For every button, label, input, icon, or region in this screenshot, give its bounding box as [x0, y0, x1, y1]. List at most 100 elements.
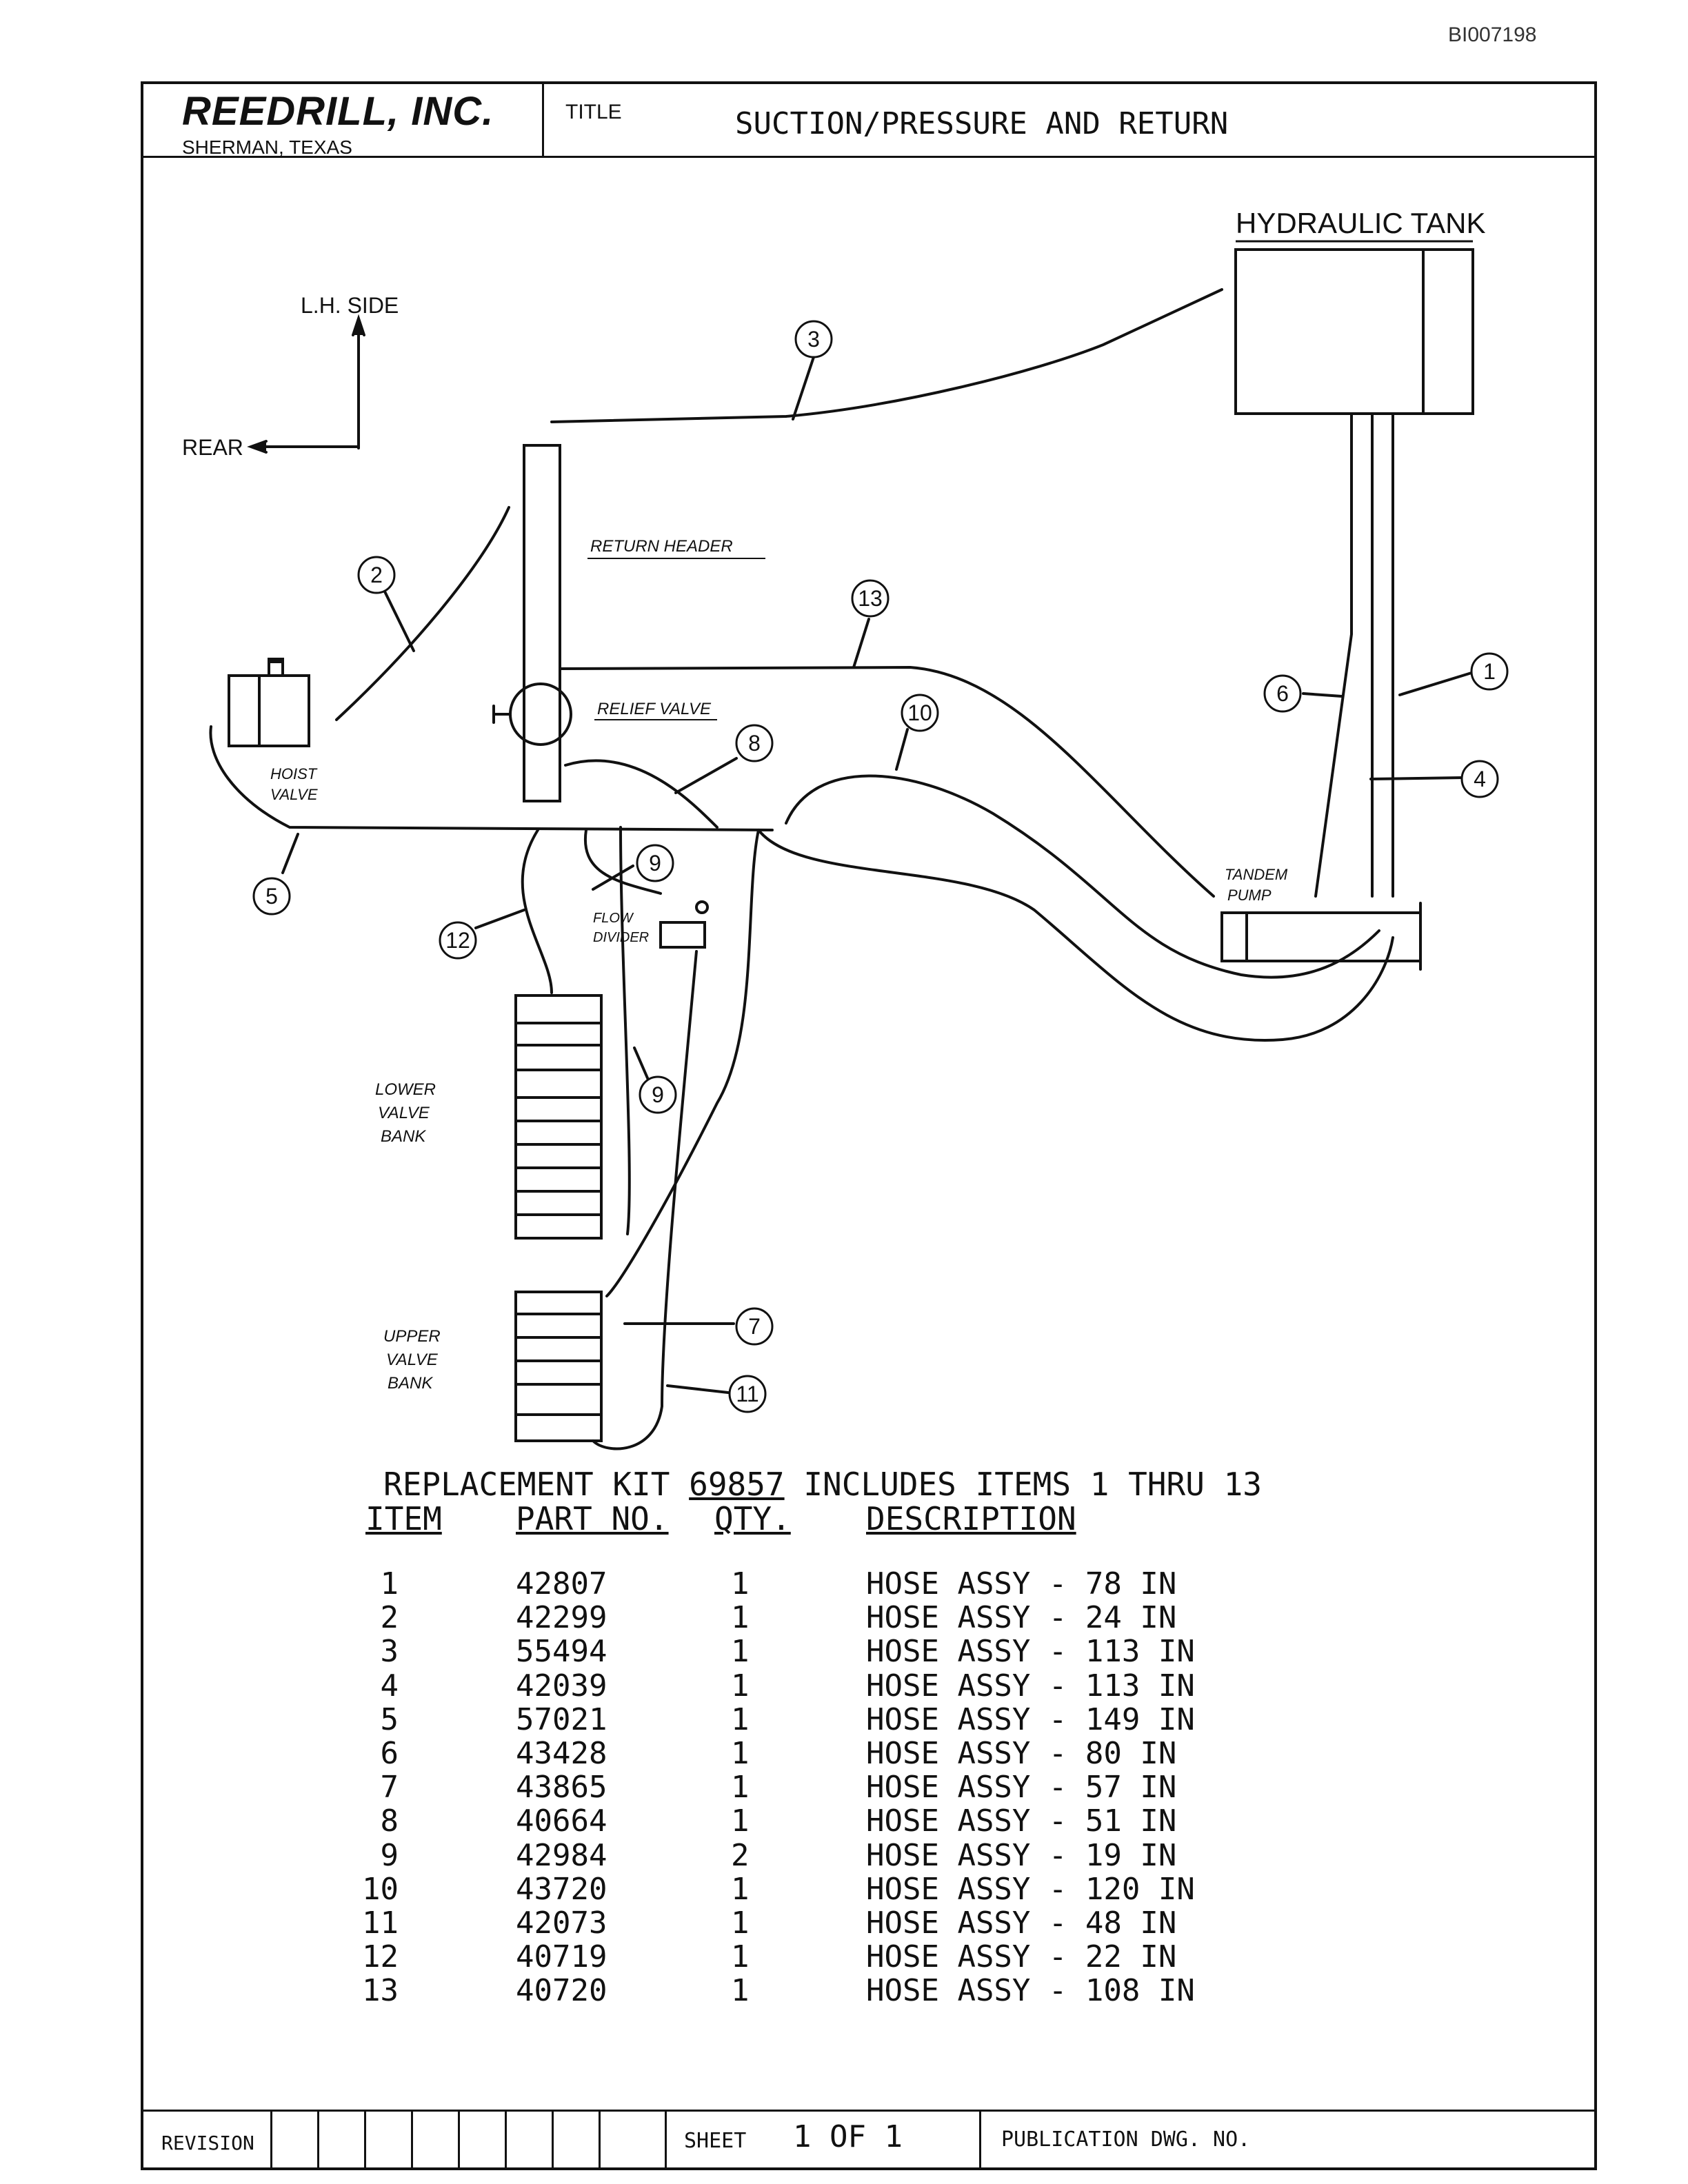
table-cell-description: HOSE ASSY - 80 IN — [866, 1736, 1177, 1771]
table-cell-item: 2 — [380, 1600, 399, 1635]
publication-dwg-label: PUBLICATION DWG. NO. — [1001, 2127, 1251, 2152]
table-cell-item: 10 — [362, 1872, 399, 1907]
footer-divider — [141, 2110, 1597, 2112]
table-cell-qty: 1 — [731, 1702, 750, 1737]
col-header-item: ITEM — [365, 1500, 442, 1537]
table-cell-item: 7 — [380, 1770, 399, 1805]
upper-bank-label-1: UPPER — [383, 1327, 441, 1346]
hose-10 — [785, 774, 1380, 979]
table-cell-item: 6 — [380, 1736, 399, 1771]
callout-6: 6 — [1276, 681, 1289, 706]
lower-bank-label-2: VALVE — [378, 1104, 430, 1122]
callout-13: 13 — [858, 586, 883, 611]
upper-bank-label-2: VALVE — [386, 1351, 439, 1369]
callout-11: 11 — [736, 1382, 758, 1406]
footer-cell-divider — [364, 2110, 366, 2170]
table-cell-description: HOSE ASSY - 113 IN — [866, 1668, 1195, 1703]
hose-11-return — [592, 950, 698, 1450]
table-cell-qty: 1 — [731, 1872, 750, 1907]
table-cell-part-no: 40664 — [516, 1803, 607, 1839]
hose-5 — [209, 725, 774, 831]
table-cell-description: HOSE ASSY - 24 IN — [866, 1600, 1177, 1635]
hose-2 — [335, 506, 510, 721]
table-cell-item: 4 — [380, 1668, 399, 1703]
table-cell-qty: 1 — [731, 1600, 750, 1635]
footer-cell-divider — [979, 2110, 981, 2170]
table-cell-part-no: 42073 — [516, 1905, 607, 1941]
table-cell-description: HOSE ASSY - 78 IN — [866, 1566, 1177, 1601]
hose-8 — [564, 759, 719, 829]
hose-3 — [550, 288, 1223, 423]
hose-7 — [619, 826, 631, 1235]
return-header-pipe — [523, 444, 561, 802]
table-cell-part-no: 40720 — [516, 1973, 607, 2008]
table-cell-description: HOSE ASSY - 149 IN — [866, 1702, 1195, 1737]
hose-9 — [583, 829, 662, 895]
kit-prefix: REPLACEMENT KIT — [383, 1466, 670, 1503]
table-cell-item: 9 — [380, 1838, 399, 1873]
callout-2: 2 — [370, 563, 383, 587]
tandem-pump-label-2: PUMP — [1227, 887, 1272, 904]
relief-valve-body — [509, 682, 572, 746]
flow-divider-label-1: FLOW — [593, 911, 634, 926]
return-header-label: RETURN HEADER — [590, 537, 733, 556]
kit-suffix: INCLUDES ITEMS 1 THRU 13 — [803, 1466, 1262, 1503]
document-id: BI007198 — [1448, 23, 1537, 46]
kit-number: 69857 — [689, 1466, 785, 1503]
flow-divider-body — [659, 921, 706, 949]
footer-cell-divider — [599, 2110, 601, 2170]
hoist-valve-label-1: HOIST — [270, 765, 318, 782]
table-cell-part-no: 57021 — [516, 1702, 607, 1737]
table-cell-description: HOSE ASSY - 57 IN — [866, 1770, 1177, 1805]
footer-cell-divider — [411, 2110, 413, 2170]
footer-cell-divider — [552, 2110, 554, 2170]
table-cell-qty: 2 — [731, 1838, 750, 1873]
replacement-kit-line: REPLACEMENT KIT 69857 INCLUDES ITEMS 1 T… — [383, 1466, 1262, 1503]
callout-12: 12 — [445, 928, 470, 953]
callout-9-upper: 9 — [649, 851, 661, 876]
footer-cell-divider — [317, 2110, 319, 2170]
title-label: TITLE — [565, 101, 622, 123]
tandem-pump-body — [1220, 911, 1422, 962]
lh-side-label: L.H. SIDE — [301, 293, 399, 318]
hoist-valve-body — [228, 674, 310, 747]
table-cell-qty: 1 — [731, 1803, 750, 1839]
callout-7: 7 — [748, 1314, 761, 1339]
table-cell-part-no: 43720 — [516, 1872, 607, 1907]
lower-bank-label-3: BANK — [381, 1127, 426, 1146]
table-cell-description: HOSE ASSY - 113 IN — [866, 1634, 1195, 1669]
table-cell-part-no: 42299 — [516, 1600, 607, 1635]
table-cell-description: HOSE ASSY - 19 IN — [866, 1838, 1177, 1873]
table-cell-description: HOSE ASSY - 108 IN — [866, 1973, 1195, 2008]
table-cell-item: 5 — [380, 1702, 399, 1737]
table-cell-item: 1 — [380, 1566, 399, 1601]
hydraulic-tank-label: HYDRAULIC TANK — [1236, 207, 1486, 239]
relief-valve-label: RELIEF VALVE — [597, 700, 712, 718]
table-cell-item: 11 — [362, 1905, 399, 1941]
table-cell-qty: 1 — [731, 1736, 750, 1771]
title-block-divider — [141, 156, 1597, 158]
footer-cell-divider — [665, 2110, 667, 2170]
flow-divider-label-2: DIVIDER — [593, 930, 649, 945]
table-cell-item: 13 — [362, 1973, 399, 2008]
footer-cell-divider — [505, 2110, 507, 2170]
hose-10-return — [757, 829, 1394, 1042]
sheet-value: 1 OF 1 — [793, 2119, 903, 2154]
footer-cell-divider — [458, 2110, 460, 2170]
table-cell-part-no: 42984 — [516, 1838, 607, 1873]
table-cell-description: HOSE ASSY - 120 IN — [866, 1872, 1195, 1907]
table-cell-description: HOSE ASSY - 48 IN — [866, 1905, 1177, 1941]
col-header-description: DESCRIPTION — [866, 1500, 1076, 1537]
table-cell-item: 3 — [380, 1634, 399, 1669]
table-cell-qty: 1 — [731, 1905, 750, 1941]
hose-13 — [559, 665, 1215, 898]
callout-1: 1 — [1483, 659, 1496, 684]
revision-label: REVISION — [161, 2132, 254, 2154]
callout-8: 8 — [748, 731, 761, 756]
table-cell-qty: 1 — [731, 1973, 750, 2008]
title-block-vertical-divider — [542, 81, 544, 157]
col-header-part-no: PART NO. — [516, 1500, 669, 1537]
table-cell-description: HOSE ASSY - 22 IN — [866, 1939, 1177, 1974]
company-location: SHERMAN, TEXAS — [182, 136, 352, 158]
